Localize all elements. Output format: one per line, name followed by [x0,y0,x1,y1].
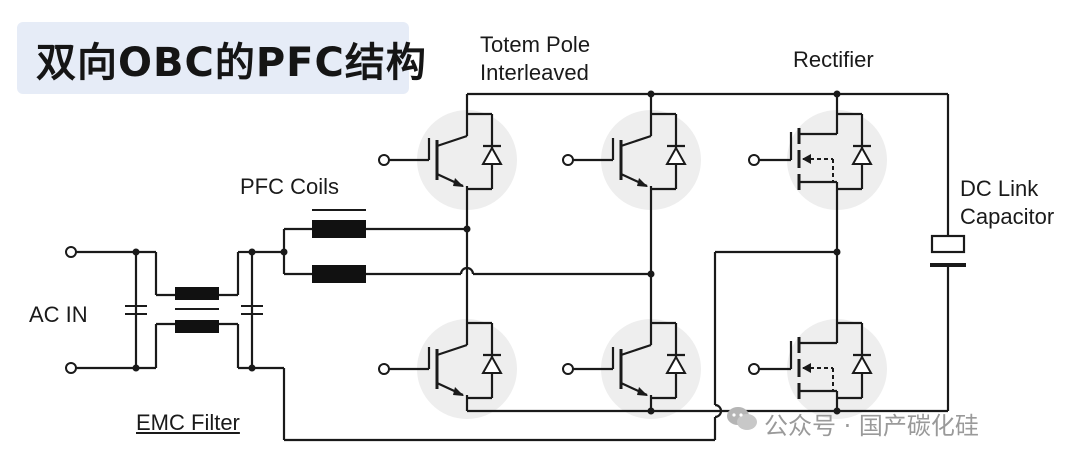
label-interleaved: Interleaved [480,60,589,85]
mosfet-rectifier-high [747,92,889,212]
watermark-text: 公众号 · 国产碳化硅 [764,412,979,440]
mosfet-rectifier-low [747,301,889,421]
igbt-leg1-low [377,301,519,421]
label-pfc-coils: PFC Coils [240,174,340,199]
wechat-logo-icon [727,407,757,430]
emc-choke-lower-icon [175,320,219,333]
pfc-coil-1-icon [312,220,366,238]
label-emc-filter: EMC Filter [136,410,240,435]
label-ac-in: AC IN [29,302,88,327]
igbt-leg2-low [561,301,703,421]
igbt-leg1-high [377,92,519,212]
ac-terminal-top [65,246,77,258]
label-capacitor: Capacitor [960,204,1055,229]
title-banner [17,22,409,94]
label-totem-pole: Totem Pole [480,32,591,57]
page-title: 双向OBC的PFC结构 [36,40,427,86]
wiring [76,92,966,442]
junction-dots [132,90,841,415]
label-dc-link: DC Link [960,176,1039,201]
label-rectifier: Rectifier [793,47,874,72]
ac-terminal-bottom [65,362,77,374]
emc-choke-upper-icon [175,287,219,300]
pfc-coil-2-icon [312,265,366,283]
igbt-leg2-high [561,92,703,212]
